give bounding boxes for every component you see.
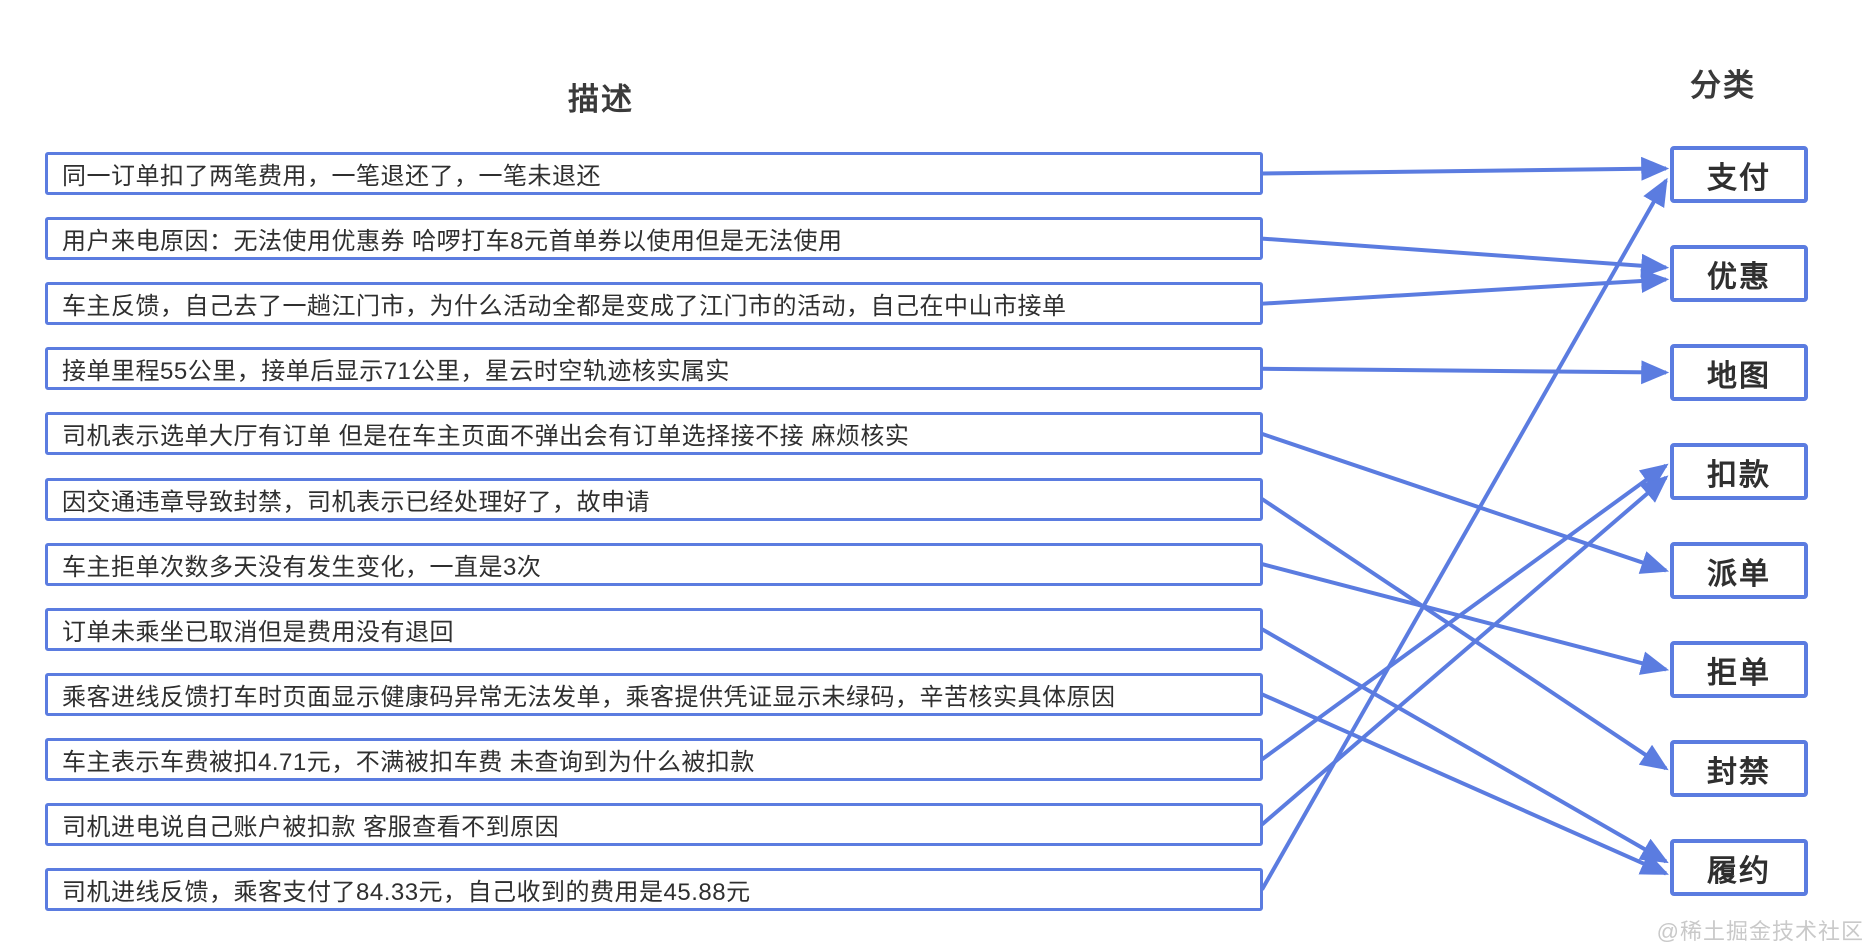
description-box: 用户来电原因：无法使用优惠券 哈啰打车8元首单券以使用但是无法使用 — [45, 217, 1263, 261]
description-box: 因交通违章导致封禁，司机表示已经处理好了，故申请 — [45, 477, 1263, 521]
link-arrow — [1261, 269, 1670, 306]
link-arrow — [1261, 562, 1670, 675]
category-label: 封禁 — [1707, 755, 1771, 789]
category-box: 扣款 — [1670, 443, 1808, 500]
description-text: 司机进电说自己账户被扣款 客服查看不到原因 — [62, 814, 560, 841]
description-text: 因交通违章导致封禁，司机表示已经处理好了，故申请 — [62, 488, 650, 516]
categories-column-header: 分类 — [1690, 68, 1756, 103]
description-text: 同一订单扣了两笔费用，一笔退还了，一笔未退还 — [62, 163, 601, 190]
category-label: 履约 — [1707, 854, 1771, 888]
category-label: 地图 — [1707, 359, 1771, 393]
description-box: 司机进线反馈，乘客支付了84.33元，自己收到的费用是45.88元 — [45, 868, 1263, 912]
link-arrow — [1260, 497, 1669, 771]
description-text: 用户来电原因：无法使用优惠券 哈啰打车8元首单券以使用但是无法使用 — [62, 228, 843, 256]
description-box: 订单未乘坐已取消但是费用没有退回 — [45, 607, 1263, 651]
description-text: 车主拒单次数多天没有发生变化，一直是3次 — [62, 553, 542, 581]
category-box: 封禁 — [1670, 740, 1808, 797]
category-label: 优惠 — [1707, 260, 1771, 294]
category-label: 扣款 — [1707, 458, 1771, 492]
description-box: 司机表示选单大厅有订单 但是在车主页面不弹出会有订单选择接不接 麻烦核实 — [45, 412, 1263, 456]
link-arrow — [1261, 236, 1670, 278]
category-box: 优惠 — [1670, 245, 1808, 302]
category-box: 履约 — [1670, 839, 1808, 896]
watermark: @稀土掘金技术社区 — [1656, 919, 1864, 944]
description-text: 订单未乘坐已取消但是费用没有退回 — [62, 618, 454, 646]
link-arrow — [1260, 177, 1668, 891]
link-arrow — [1261, 692, 1669, 876]
description-text: 车主表示车费被扣4.71元，不满被扣车费 未查询到为什么被扣款 — [62, 748, 755, 776]
description-box: 同一订单扣了两笔费用，一笔退还了，一笔未退还 — [45, 152, 1263, 195]
description-box: 接单里程55公里，接单后显示71公里，星云时空轨迹核实属实 — [45, 347, 1263, 391]
description-text: 司机表示选单大厅有订单 但是在车主页面不弹出会有订单选择接不接 麻烦核实 — [62, 423, 910, 451]
description-box: 车主表示车费被扣4.71元，不满被扣车费 未查询到为什么被扣款 — [45, 737, 1263, 781]
descriptions-column-header: 描述 — [568, 82, 634, 117]
category-box: 拒单 — [1670, 641, 1808, 698]
description-box: 乘客进线反馈打车时页面显示健康码异常无法发单，乘客提供凭证显示未绿码，辛苦核实具… — [45, 672, 1263, 716]
category-box: 支付 — [1670, 146, 1808, 203]
link-arrow — [1260, 475, 1669, 827]
link-arrow — [1261, 156, 1670, 181]
description-text: 接单里程55公里，接单后显示71公里，星云时空轨迹核实属实 — [62, 358, 730, 386]
category-box: 派单 — [1670, 542, 1808, 599]
description-text: 乘客进线反馈打车时页面显示健康码异常无法发单，乘客提供凭证显示未绿码，辛苦核实具… — [62, 683, 1116, 711]
link-arrow — [1260, 463, 1669, 762]
description-box: 司机进电说自己账户被扣款 客服查看不到原因 — [45, 803, 1263, 846]
description-text: 车主反馈，自己去了一趟江门市，为什么活动全都是变成了江门市的活动，自己在中山市接… — [62, 293, 1067, 321]
link-arrow — [1261, 627, 1669, 864]
description-box: 车主拒单次数多天没有发生变化，一直是3次 — [45, 542, 1263, 586]
description-box: 车主反馈，自己去了一趟江门市，为什么活动全都是变成了江门市的活动，自己在中山市接… — [45, 282, 1263, 326]
category-box: 地图 — [1670, 344, 1808, 401]
description-text: 司机进线反馈，乘客支付了84.33元，自己收到的费用是45.88元 — [62, 879, 751, 907]
category-label: 支付 — [1707, 161, 1771, 195]
category-label: 拒单 — [1707, 656, 1771, 690]
category-label: 派单 — [1707, 557, 1771, 591]
link-arrow — [1261, 431, 1670, 574]
link-arrow — [1261, 360, 1670, 385]
